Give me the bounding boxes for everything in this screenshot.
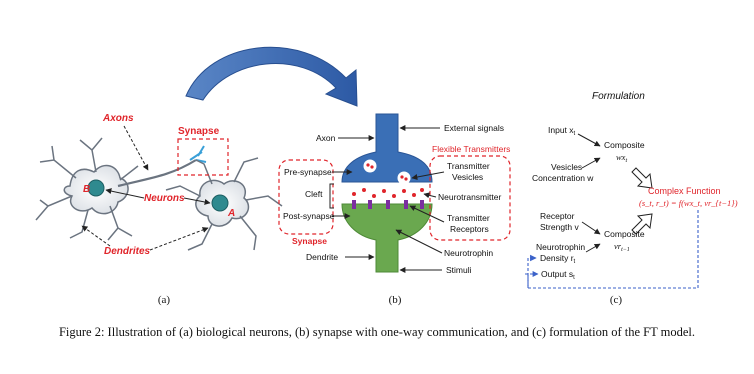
subcaption-b: (b) [389,294,402,306]
transmitter-receptors-pointer [409,205,445,223]
composite-top-expr: wxt [616,152,627,164]
dendrite-b-label: Dendrite [306,252,338,262]
complex-function-title: Complex Function [648,186,721,196]
neurotransmitter-pointer [423,192,437,199]
stimuli-label: Stimuli [446,265,472,275]
composite-bottom-label: Composite [604,229,645,239]
dendrites-pointer-left [81,225,111,247]
cleft-label: Cleft [305,189,323,199]
panel-a: Synapse Axons B A Neurons Dendrites (a) [35,46,358,306]
composite-bottom-expr: vrt−1 [614,241,630,253]
complex-function-expr: (s_t, r_t) = f(wx_t, vr_{t−1}) [639,198,738,208]
transmitter-vesicles-label-1: Transmitter [447,161,490,171]
neurons-label: Neurons [144,193,185,204]
neurotrophin-arrow [585,243,601,253]
neurotrophin-pointer [395,229,443,254]
axons-pointer [123,125,149,171]
hollow-arrow-top [631,167,653,189]
panel-b: Synapse Flexible Transmitters Axon Pre-s… [278,113,511,306]
receptor-arrow [581,221,601,235]
receptor-label-2: Strength v [540,222,579,232]
synapse-box [177,138,229,176]
flexible-transmitters-label: Flexible Transmitters [432,144,510,154]
transmitter-receptors [352,200,424,209]
dendrites-label: Dendrites [104,246,151,257]
transmitter-receptors-label-1: Transmitter [447,213,490,223]
vesicles-label-1: Vesicles [551,162,582,172]
input-label: Input xt [548,125,576,137]
transmitter-vesicles-label-2: Vesicles [452,172,483,182]
synapse-b-label: Synapse [292,236,327,246]
cleft-brace [329,183,334,209]
input-arrow [577,133,601,147]
hollow-arrow-bottom [631,213,653,235]
post-synapse-shape [341,203,433,273]
axons-label: Axons [102,113,134,124]
output-label: Output st [541,269,575,281]
pre-synapse-shape [341,113,433,183]
transmitter-vesicles-pointer [411,171,445,180]
composite-top-label: Composite [604,140,645,150]
external-signals-label: External signals [444,123,504,133]
axon-b-label: Axon [316,133,336,143]
dendrites-pointer-right [149,227,209,251]
transmitter-receptors-label-2: Receptors [450,224,489,234]
synapse-group-box [278,159,334,235]
figure-canvas: Synapse Axons B A Neurons Dendrites (a) [35,46,738,306]
neurons-pointer-a [183,197,211,205]
axon-terminal [189,145,207,163]
axon-line [117,159,197,188]
neurotrophin-c-label-1: Neurotrophin [536,242,585,252]
neurotrophin-c-label-2: Density rt [540,253,576,265]
neurotrophin-label: Neurotrophin [444,248,493,258]
subcaption-a: (a) [158,294,171,306]
vesicles-label-2: Concentration w [532,173,594,183]
cell-a-label: A [227,208,235,219]
neuron-b-nucleus [87,179,105,197]
subcaption-c: (c) [610,294,623,306]
receptor-label-1: Receptor [540,211,575,221]
panel-c: Formulation Input xt Vesicles Concentrat… [524,91,738,306]
neurons-pointer-b [105,188,145,199]
cell-b-label: B [83,184,90,195]
post-synapse-label: Post-synapse [283,211,335,221]
formulation-title: Formulation [592,91,645,102]
transmitter-vesicles [363,159,411,185]
transition-arrow [185,46,358,107]
neuron-a-nucleus [211,194,229,212]
synapse-label: Synapse [178,126,220,137]
flexible-transmitters-box [429,155,511,241]
pre-synapse-label: Pre-synapse [284,167,332,177]
neurotransmitter-label: Neurotransmitter [438,192,501,202]
figure-caption: Figure 2: Illustration of (a) biological… [58,325,696,339]
neurotransmitter-dots [352,188,424,198]
vesicles-arrow [581,157,601,169]
